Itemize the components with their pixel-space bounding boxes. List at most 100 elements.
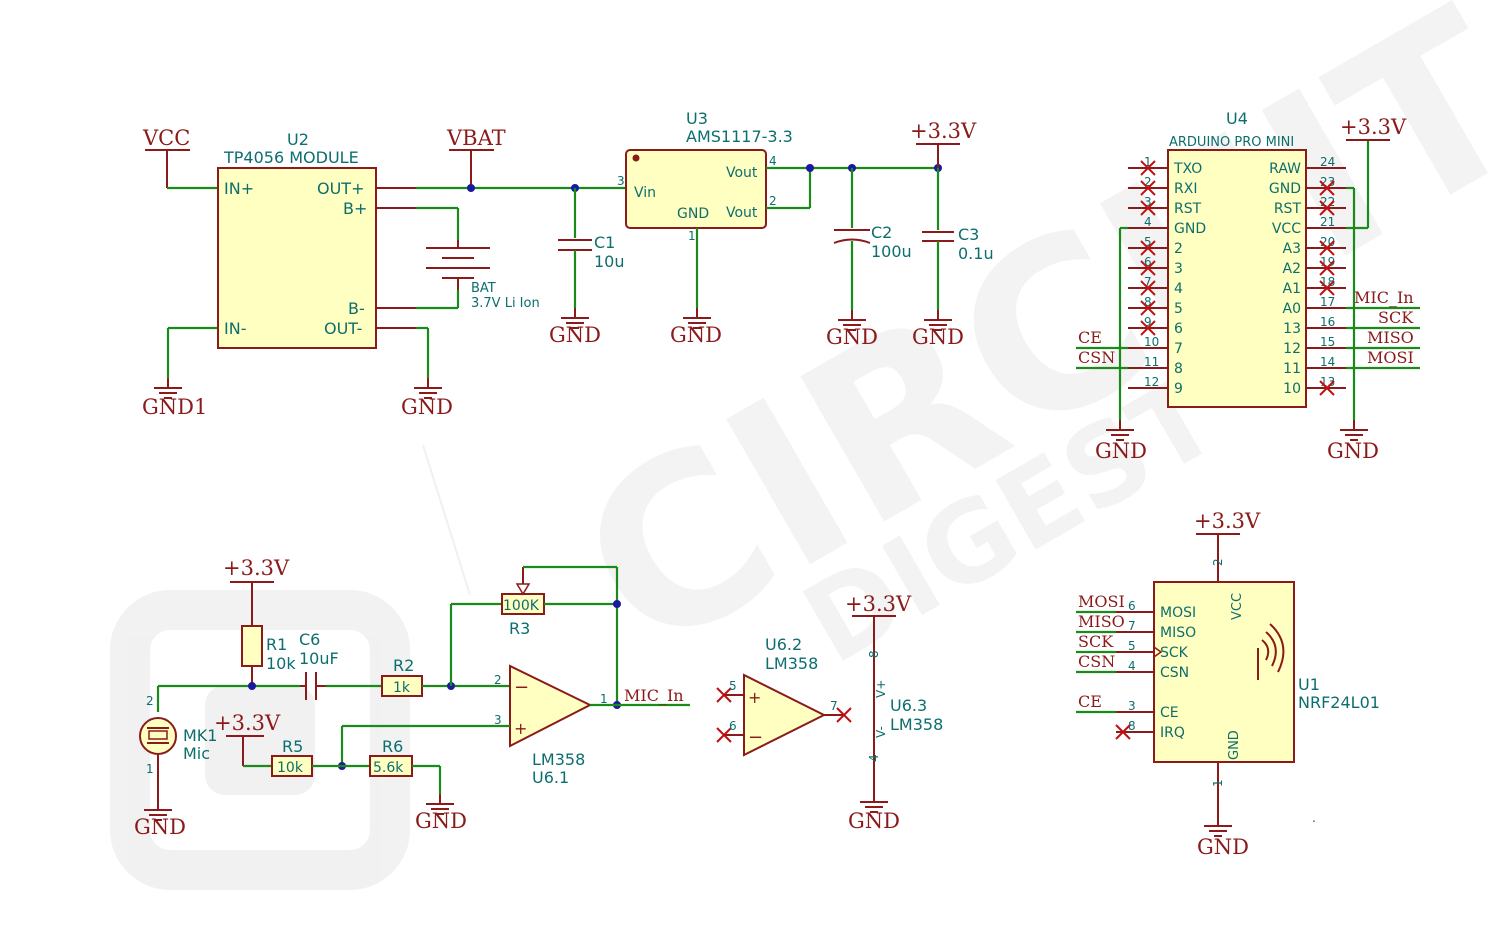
u61-pin-in-minus: 2	[494, 673, 502, 687]
c3-value: 0.1u	[958, 244, 994, 263]
u3-value: AMS1117-3.3	[686, 127, 793, 146]
u1-pin-ce: CE	[1160, 705, 1179, 721]
mk1-value: Mic	[183, 744, 210, 763]
net-csn-u1-label: CSN	[1078, 652, 1115, 671]
r6-body-label: 5.6k	[373, 760, 404, 776]
net-csn-u4-label: CSN	[1078, 348, 1115, 367]
nc-marker	[1140, 240, 1156, 256]
u4-left-pinnum: 3	[1144, 195, 1152, 209]
r3-ref: R3	[509, 619, 530, 638]
net-mic-in-label: MIC_In	[624, 686, 684, 705]
bat-ref: BAT	[471, 281, 496, 296]
nc-marker	[1319, 380, 1335, 396]
u62-minus: −	[748, 727, 763, 748]
u4-right-pinnum: 24	[1320, 155, 1335, 169]
u4-right-pin-raw: RAW	[1269, 161, 1301, 177]
u61-pin-in-plus: 3	[494, 713, 502, 727]
c2-ref: C2	[871, 223, 892, 242]
u4-left-pinnum: 4	[1144, 215, 1152, 229]
net-ce-u1-label: CE	[1078, 692, 1102, 711]
u4-right-pinnum: 17	[1320, 295, 1335, 309]
nc-marker	[1115, 724, 1131, 740]
mk1-pin1: 1	[146, 762, 154, 776]
u4-right-pinnum: 21	[1320, 215, 1335, 229]
u4-arduino-body	[1167, 149, 1307, 408]
u4-left-pin-4: 4	[1174, 281, 1183, 297]
u4-right-pin-13: 13	[1283, 321, 1301, 337]
u4-left-pin-txo: TXO	[1173, 161, 1202, 177]
antenna-icon	[1257, 623, 1285, 680]
nc-marker	[1319, 260, 1335, 276]
u2-pin-out-minus: OUT-	[324, 319, 362, 338]
u1-gnd-pinnum: 1	[1211, 779, 1225, 787]
u4-right-pinnum: 15	[1320, 335, 1335, 349]
net-ce-u4-label: CE	[1078, 328, 1102, 347]
u4-right-pin-11: 11	[1283, 361, 1301, 377]
u4-left-pinnum: 6	[1144, 255, 1152, 269]
u4-right-pin-a0: A0	[1283, 301, 1301, 317]
u4-ref: U4	[1226, 109, 1248, 128]
u63-value: LM358	[890, 715, 943, 734]
u63-vminus: V-	[874, 726, 888, 738]
u4-left-pin-7: 7	[1174, 341, 1183, 357]
mk1-ref: MK1	[183, 726, 217, 745]
nc-marker	[1140, 260, 1156, 276]
net-vbat-label: VBAT	[446, 126, 506, 150]
net-gnd-u3-label: GND	[670, 323, 722, 347]
u63-ref: U6.3	[890, 696, 927, 715]
u1-nrf24l01-body	[1153, 581, 1295, 763]
net-3v3-r1-label: +3.3V	[223, 556, 290, 580]
net-3v3-r5-label: +3.3V	[214, 711, 281, 735]
u62-value: LM358	[765, 654, 818, 673]
u1-pin-miso: MISO	[1160, 625, 1196, 641]
net-vcc-label: VCC	[142, 126, 190, 150]
u4-value: ARDUINO PRO MINI	[1169, 135, 1294, 150]
net-gnd-u4b-label: GND	[1327, 439, 1379, 463]
r5-ref: R5	[282, 737, 303, 756]
u4-left-pinnum: 7	[1144, 275, 1152, 289]
u2-pin-in-plus: IN+	[224, 179, 254, 198]
u3-pinnum-gnd: 1	[688, 229, 696, 243]
net-3v3-u1-label: +3.3V	[1194, 509, 1261, 533]
u4-left-pin-rxi: RXI	[1174, 181, 1197, 197]
u1-pin-irq: IRQ	[1160, 725, 1185, 741]
r6-ref: R6	[382, 737, 403, 756]
u62-ref: U6.2	[765, 635, 802, 654]
u61-minus: −	[514, 677, 529, 698]
u1-pin-sck: SCK	[1160, 645, 1189, 661]
u1-pinnum: 5	[1128, 639, 1136, 653]
net-gnd-u1-label: GND	[1197, 835, 1249, 859]
u4-right-pin-rst: RST	[1274, 201, 1302, 217]
u4-left-pinnum: 5	[1144, 235, 1152, 249]
stray-dot: .	[1312, 811, 1316, 825]
u4-left-pin-6: 6	[1174, 321, 1183, 337]
net-3v3-u63-label: +3.3V	[845, 592, 912, 616]
u61-value: LM358	[532, 750, 585, 769]
u2-value: TP4056 MODULE	[223, 148, 359, 167]
r3-body-label: 100K	[503, 598, 540, 614]
u4-left-pin-9: 9	[1174, 381, 1183, 397]
battery-symbol	[426, 240, 490, 290]
net-3v3-top-label: +3.3V	[910, 119, 977, 143]
net-gnd-c3-label: GND	[912, 325, 964, 349]
net-gnd-u63-label: GND	[848, 809, 900, 833]
u2-tp4056-body	[217, 167, 377, 349]
sck-clock-marker	[1153, 646, 1163, 658]
u4-right-pin-a3: A3	[1283, 241, 1301, 257]
nc-marker	[1319, 280, 1335, 296]
net-gnd-u2-label: GND	[401, 395, 453, 419]
u61-ref: U6.1	[532, 768, 569, 787]
u3-pinnum-vin: 3	[617, 174, 625, 188]
nc-marker	[1319, 180, 1335, 196]
u3-ref: U3	[686, 109, 708, 128]
net-gnd-c1-label: GND	[549, 323, 601, 347]
u62-plus: +	[748, 688, 761, 707]
nc-marker	[1140, 160, 1156, 176]
u1-vcc-label: VCC	[1230, 593, 1245, 620]
c1-ref: C1	[594, 233, 615, 252]
u3-pin-vout2: Vout	[726, 205, 758, 221]
